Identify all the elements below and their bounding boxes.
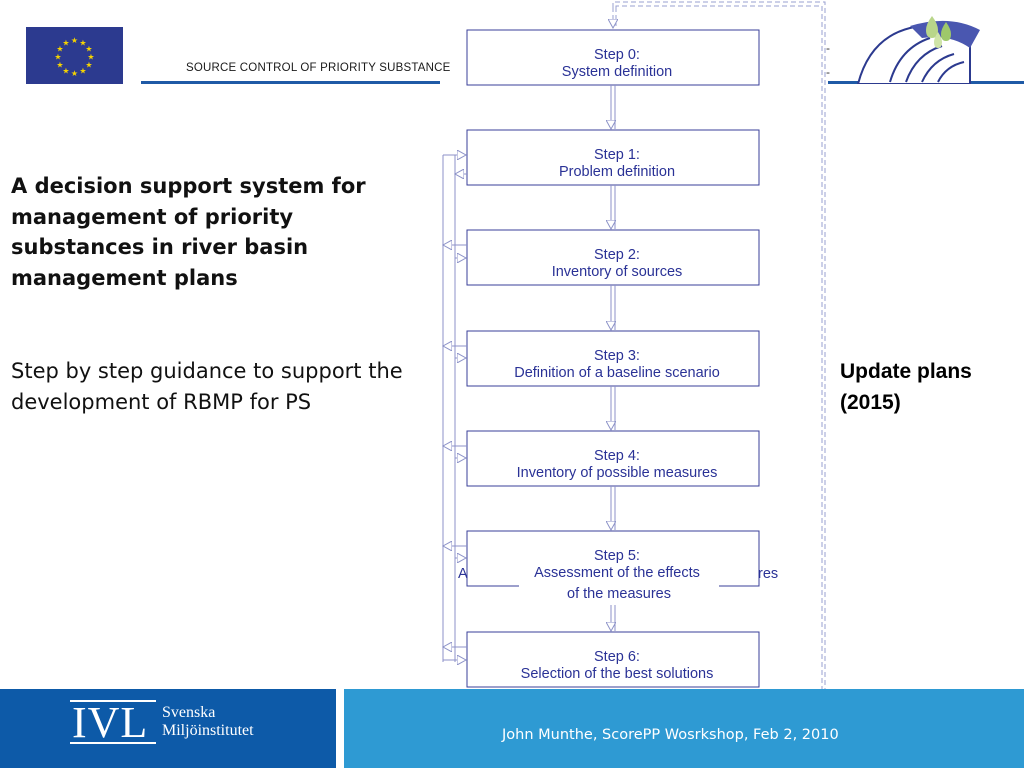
svg-text:★: ★ [85,45,92,54]
svg-text:★: ★ [62,67,69,76]
loop-tick-top: - [826,41,830,55]
step-box-5: Step 5: A res Assessment of the effects … [458,530,778,605]
svg-text:★: ★ [56,61,63,70]
step-number: Step 4: [594,448,640,464]
ivl-logo-line-top [70,700,156,702]
svg-text:★: ★ [79,39,86,48]
slide-subtitle: Step by step guidance to support the dev… [11,359,403,414]
step-box-4: Step 4: Inventory of possible measures [466,430,760,487]
eu-stars-icon: ★ ★ ★ ★ ★ ★ ★ ★ ★ ★ ★ ★ [54,36,94,78]
project-name: SOURCE CONTROL OF PRIORITY SUBSTANCE [186,62,451,74]
slide-title: A decision support system for management… [11,174,366,290]
step-number: Step 1: [594,147,640,163]
side-connectors [443,155,467,660]
svg-text:★: ★ [85,61,92,70]
step-name: Definition of a baseline scenario [514,365,720,381]
step-name: Inventory of sources [552,264,683,280]
footer-left-band [0,689,336,768]
step-box-2: Step 2: Inventory of sources [466,229,760,286]
svg-text:★: ★ [56,45,63,54]
step-number: Step 2: [594,247,640,263]
step-name: Problem definition [559,164,675,180]
step-number: Step 6: [594,649,640,665]
org-name-line2: Miljöinstitutet [162,722,254,739]
water-wave-icon [856,16,980,85]
step-name: Assessment of the effects [534,565,700,581]
step-name: Inventory of possible measures [517,465,718,481]
footer-right-band [344,689,1024,768]
step-number: Step 3: [594,348,640,364]
svg-text:★: ★ [62,39,69,48]
step-box-1: Step 1: Problem definition [466,129,760,186]
org-name-line1: Svenska [162,704,216,721]
water-drop-logo [850,8,1024,89]
step-5-background-text-left: A [458,566,468,582]
svg-text:★: ★ [54,53,61,62]
step-box-0: Step 0: System definition [466,29,760,86]
step-name: System definition [562,64,672,80]
footer-gap [336,689,344,768]
step-number: Step 0: [594,47,640,63]
ivl-logo: IVL [72,698,149,747]
step-name-line2: of the measures [567,586,671,602]
down-arrows [611,85,615,631]
presenter-credit: John Munthe, ScorePP Wosrkshop, Feb 2, 2… [502,727,839,743]
svg-text:★: ★ [71,69,78,78]
header-divider [141,81,440,84]
ivl-logo-line-bottom [70,742,156,744]
loop-tick-bottom: - [826,65,830,79]
update-plans-label: Update plans (2015) [840,360,972,414]
eu-flag-logo: ★ ★ ★ ★ ★ ★ ★ ★ ★ ★ ★ ★ [26,27,123,84]
step-flow-diagram: - - Step 0: System definition Step 1: Pr… [441,1,830,713]
step-5-background-text-right: res [758,566,778,582]
step-number: Step 5: [594,548,640,564]
svg-text:★: ★ [87,53,94,62]
svg-text:★: ★ [71,36,78,45]
step-box-3: Step 3: Definition of a baseline scenari… [466,330,760,387]
svg-text:★: ★ [79,67,86,76]
step-box-6: Step 6: Selection of the best solutions [466,631,760,688]
step-name: Selection of the best solutions [521,666,714,682]
